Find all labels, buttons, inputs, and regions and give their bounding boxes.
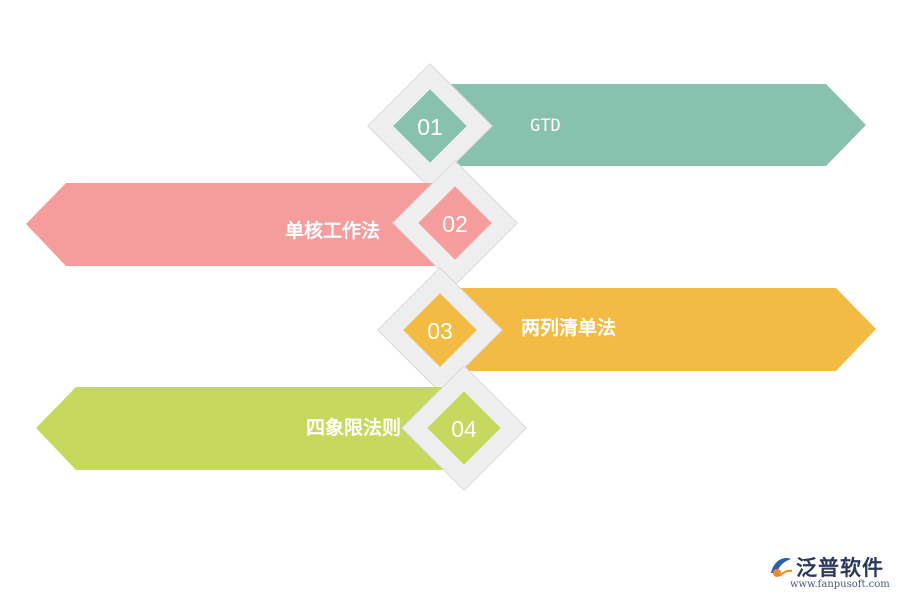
logo-url: www.fanpusoft.com [790, 579, 890, 590]
item-01: 01 GTD [367, 63, 866, 189]
fanpu-logo: 泛普软件 www.fanpusoft.com [768, 552, 892, 592]
item-03-label: 两列清单法 [521, 316, 616, 339]
item-04: 04 四象限法则 [36, 365, 527, 491]
item-03: 03 两列清单法 [377, 267, 876, 393]
logo-name: 泛普软件 [796, 556, 884, 580]
item-01-diamond [393, 89, 467, 163]
fanpu-logo-icon [771, 558, 793, 577]
item-01-number: 01 [417, 114, 443, 140]
item-04-label: 四象限法则 [306, 416, 401, 439]
item-04-diamond [427, 391, 501, 465]
item-02-label: 单核工作法 [285, 219, 380, 242]
item-03-number: 03 [427, 318, 453, 344]
item-02-arrow [26, 183, 455, 266]
item-03-diamond [403, 293, 477, 367]
item-02-number: 02 [442, 211, 468, 237]
item-04-number: 04 [451, 416, 477, 442]
item-01-arrow [440, 84, 866, 166]
item-04-arrow [36, 387, 464, 470]
item-03-arrow [440, 288, 876, 371]
item-02: 02 单核工作法 [26, 160, 518, 286]
item-01-label: GTD [530, 116, 561, 136]
item-02-diamond [418, 186, 492, 260]
